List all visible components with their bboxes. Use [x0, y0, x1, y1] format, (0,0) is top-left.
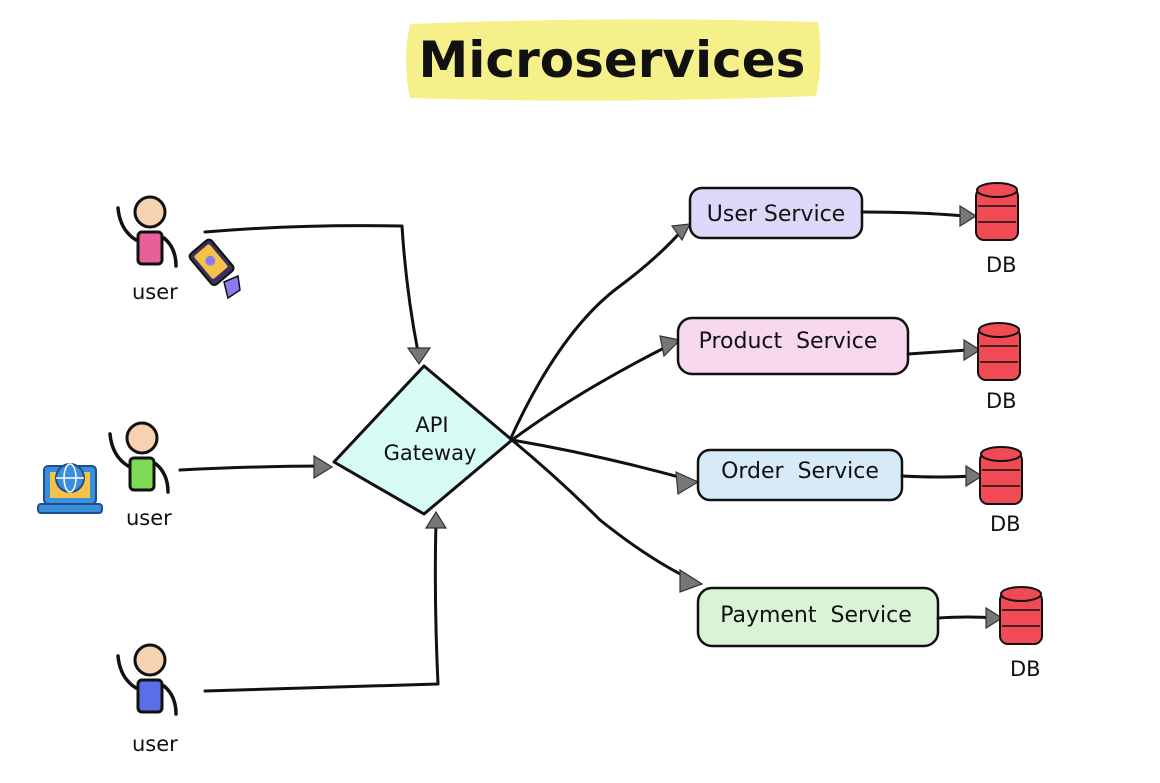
service-user[interactable]: User Service — [688, 186, 864, 240]
title: Microservices — [406, 19, 821, 101]
service-edges — [508, 226, 694, 582]
user-2-arm-down — [154, 462, 170, 494]
user-1-head — [133, 195, 167, 229]
db-edges — [860, 210, 996, 620]
user-3-label: user — [132, 732, 178, 756]
arrowhead-user3 — [424, 510, 448, 529]
user-3-arm-raised — [116, 654, 138, 690]
arrowhead-product-service — [659, 335, 682, 358]
edge-gateway-payment-service — [510, 438, 694, 582]
arrowhead-user-service — [670, 223, 692, 242]
user-1-device-accent — [223, 274, 241, 300]
service-product-box — [676, 316, 910, 376]
service-order[interactable]: Order Service — [696, 448, 904, 502]
laptop-globe-icon — [37, 463, 103, 514]
arrowhead-user1 — [406, 347, 432, 366]
service-payment[interactable]: Payment Service — [696, 586, 940, 648]
edge-user2-gateway — [178, 464, 328, 472]
user-1-label: user — [132, 280, 178, 304]
service-user-label: User Service — [707, 202, 845, 227]
database-icon-user — [975, 182, 1019, 241]
user-1-body — [136, 230, 164, 266]
user-1-arm-down — [162, 236, 178, 268]
arrowhead-order-service — [675, 471, 700, 496]
db-label-payment: DB — [1010, 657, 1041, 681]
user-2-body — [128, 456, 156, 492]
edge-order-service-db — [900, 474, 974, 479]
arrowhead-db-3 — [965, 464, 984, 488]
user-edges — [178, 224, 440, 693]
edge-gateway-product-service — [510, 342, 674, 442]
user-2-head — [125, 421, 159, 455]
user-1[interactable]: user — [116, 195, 241, 304]
user-2[interactable]: user — [37, 421, 172, 530]
service-product[interactable]: Product Service — [676, 316, 910, 376]
arrowhead-payment-service — [679, 568, 704, 593]
gateway-label-line2: Gateway — [384, 441, 477, 465]
user-3[interactable]: user — [116, 643, 178, 756]
database-icon-payment — [999, 586, 1043, 645]
edge-user3-gateway — [203, 518, 440, 693]
db-label-user: DB — [986, 253, 1017, 277]
page-title: Microservices — [419, 31, 806, 89]
service-product-label: Product Service — [699, 329, 878, 354]
user-3-arm-down — [162, 684, 178, 716]
user-1-arm-raised — [116, 206, 138, 242]
service-order-label: Order Service — [721, 459, 879, 484]
user-3-body — [136, 678, 164, 714]
arrowhead-db-2 — [963, 338, 982, 362]
db-label-order: DB — [990, 512, 1021, 536]
gateway-diamond — [332, 364, 514, 516]
mobile-phone-icon — [188, 238, 235, 287]
gateway-label-line1: API — [415, 413, 448, 437]
db-label-product: DB — [986, 389, 1017, 413]
service-payment-label: Payment Service — [720, 603, 912, 628]
arrowhead-db-4 — [985, 606, 1004, 630]
edge-user-service-db — [860, 210, 966, 218]
arrowhead-db-1 — [959, 204, 978, 228]
arrowhead-user2 — [313, 454, 334, 480]
edge-product-service-db — [906, 348, 970, 356]
edge-gateway-order-service — [510, 438, 692, 482]
api-gateway[interactable]: API Gateway — [332, 364, 514, 516]
edge-gateway-user-service — [508, 226, 686, 442]
user-2-arm-raised — [108, 432, 130, 468]
title-highlight — [406, 19, 821, 101]
user-3-head — [133, 643, 167, 677]
edge-user1-gateway — [203, 224, 420, 354]
user-2-label: user — [126, 506, 172, 530]
database-icon-order — [979, 446, 1023, 505]
database-icon-product — [977, 322, 1021, 381]
